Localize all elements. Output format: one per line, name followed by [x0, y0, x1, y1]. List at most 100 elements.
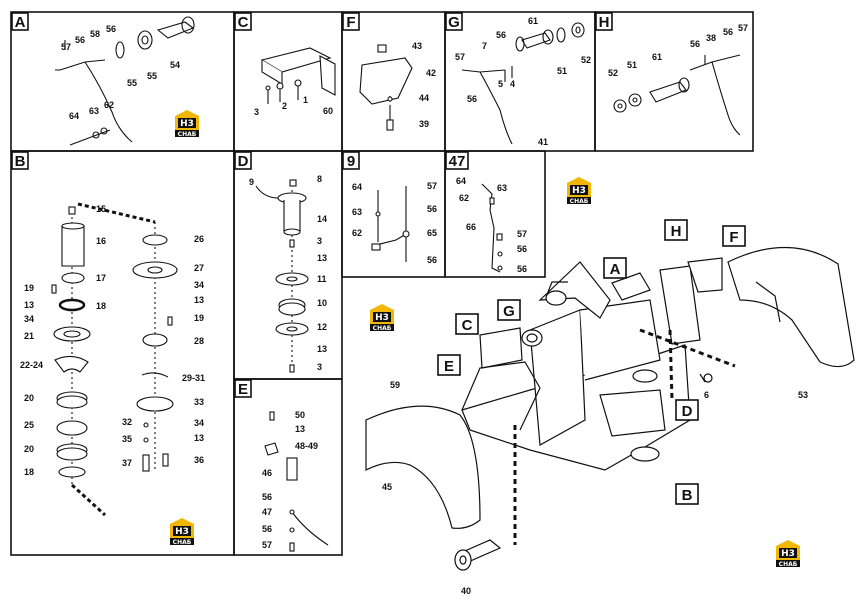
- part-number-label: 56: [690, 39, 700, 49]
- part-number-label: 11: [317, 274, 327, 284]
- panel-label: F: [346, 14, 355, 31]
- panel-label-box: [342, 151, 360, 170]
- panel-label-box: [234, 12, 252, 31]
- part-number-label: 7: [482, 41, 487, 51]
- part-number-label: 57: [517, 229, 527, 239]
- part-number-label: 13: [317, 253, 327, 263]
- part-number-label: 51: [557, 66, 567, 76]
- svg-text:СНАБ: СНАБ: [173, 539, 192, 546]
- assembly-callout-box: [455, 313, 479, 335]
- part-number-label: 6: [704, 390, 709, 400]
- panel-label: 9: [347, 153, 355, 170]
- part-number-label: 34: [24, 314, 34, 324]
- panel-label: 47: [449, 153, 466, 170]
- part-number-label: 55: [127, 78, 137, 88]
- assembly-callout-label: F: [729, 229, 738, 246]
- assembly-callout-label: G: [503, 303, 515, 320]
- part-number-label: 64: [352, 182, 362, 192]
- part-number-label: 21: [24, 331, 34, 341]
- part-number-label: 16: [96, 236, 106, 246]
- part-number-label: 56: [106, 24, 116, 34]
- part-number-label: 63: [497, 183, 507, 193]
- part-number-label: 62: [104, 100, 114, 110]
- part-number-label: 4: [510, 79, 515, 89]
- panel-e-drawing: [264, 411, 329, 552]
- part-number-label: 18: [24, 467, 34, 477]
- svg-text:СНАБ: СНАБ: [178, 131, 197, 138]
- part-number-label: 9: [249, 177, 254, 187]
- panel-label-box: [11, 12, 29, 31]
- part-number-label: 12: [317, 322, 327, 332]
- svg-text:СНАБ: СНАБ: [779, 561, 798, 568]
- part-number-label: 19: [24, 283, 34, 293]
- panel-a-frame: [10, 11, 235, 152]
- part-number-label: 37: [122, 458, 132, 468]
- part-number-label: 36: [194, 455, 204, 465]
- part-number-label: 48-49: [295, 441, 318, 451]
- part-number-label: 3: [254, 107, 259, 117]
- part-number-label: 61: [528, 16, 538, 26]
- part-number-label: 41: [538, 137, 548, 147]
- panel-label: G: [448, 14, 460, 31]
- panel-label-box: [445, 151, 469, 170]
- part-number-label: 26: [194, 234, 204, 244]
- part-number-label: 38: [706, 33, 716, 43]
- part-number-label: 2: [282, 101, 287, 111]
- part-number-label: 50: [295, 410, 305, 420]
- panel-label-box: [595, 12, 613, 31]
- panel-label: A: [15, 14, 26, 31]
- panel-h-drawing: [613, 54, 741, 136]
- part-number-label: 15: [96, 204, 106, 214]
- svg-text:СНАБ: СНАБ: [570, 198, 589, 205]
- assembly-callout-box: [675, 399, 699, 421]
- panel-d-drawing: [255, 179, 309, 373]
- panel-c-drawing: [260, 47, 336, 104]
- part-number-label: 51: [627, 60, 637, 70]
- assembly-callout-box: [603, 257, 627, 279]
- part-number-label: 56: [467, 94, 477, 104]
- part-number-label: 59: [390, 380, 400, 390]
- part-number-label: 19: [194, 313, 204, 323]
- assembly-callout-label: D: [682, 403, 693, 420]
- part-number-label: 57: [738, 23, 748, 33]
- assembly-callout-label: E: [444, 358, 454, 375]
- panel-label: E: [238, 381, 248, 398]
- svg-text:H3: H3: [375, 313, 389, 323]
- panel-f-drawing: [359, 44, 413, 131]
- part-number-label: 5: [498, 79, 503, 89]
- part-number-label: 56: [517, 264, 527, 274]
- part-number-label: 64: [456, 176, 466, 186]
- part-number-label: 3: [317, 236, 322, 246]
- part-number-label: 33: [194, 397, 204, 407]
- assembly-callout-box: [675, 483, 699, 505]
- assembly-callout-label: A: [610, 261, 621, 278]
- assembly-callout-box: [437, 354, 461, 376]
- panel-47-frame: [444, 150, 546, 278]
- part-number-label: 62: [352, 228, 362, 238]
- panel-label: C: [238, 14, 249, 31]
- assembly-callout-label: B: [682, 487, 693, 504]
- part-number-label: 46: [262, 468, 272, 478]
- svg-text:H3: H3: [781, 549, 795, 559]
- part-number-label: 58: [90, 29, 100, 39]
- part-number-label: 56: [427, 204, 437, 214]
- part-number-label: 29-31: [182, 373, 205, 383]
- panel-label: H: [599, 14, 610, 31]
- part-number-label: 65: [427, 228, 437, 238]
- part-number-label: 17: [96, 273, 106, 283]
- part-number-label: 13: [24, 300, 34, 310]
- part-number-label: 56: [75, 35, 85, 45]
- assembly-link-lines: [513, 328, 736, 545]
- panel-label-box: [342, 12, 360, 31]
- part-number-label: 13: [295, 424, 305, 434]
- part-number-label: 56: [496, 30, 506, 40]
- panel-9-drawing: [371, 186, 410, 262]
- part-number-label: 13: [194, 433, 204, 443]
- panel-b-drawing: [51, 202, 178, 517]
- svg-text:H3: H3: [572, 186, 586, 196]
- part-number-label: 45: [382, 482, 392, 492]
- assembly-callout-box: [497, 299, 521, 321]
- part-number-label: 18: [96, 301, 106, 311]
